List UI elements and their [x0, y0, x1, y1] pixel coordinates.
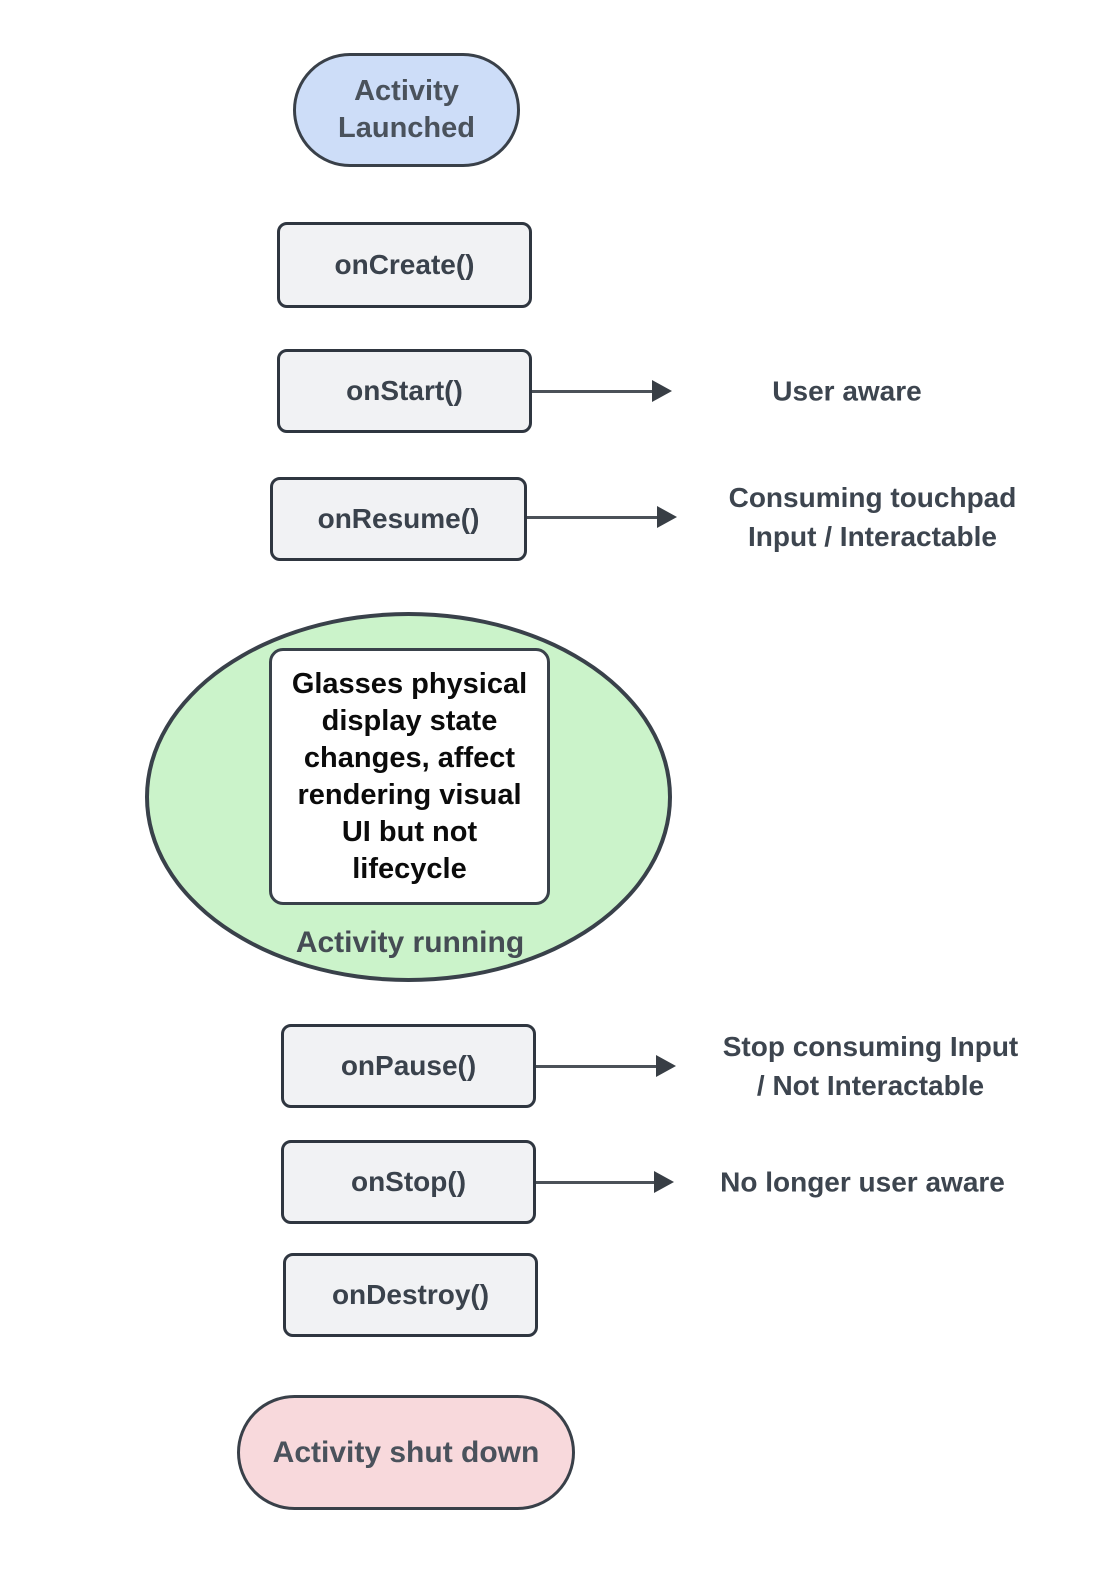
arrow-right-icon	[654, 1171, 674, 1193]
end-node-activity-shut-down: Activity shut down	[237, 1395, 575, 1510]
arrow-line	[536, 1180, 656, 1184]
annotation-consuming-input: Consuming touchpad Input / Interactable	[728, 482, 1017, 552]
lifecycle-box-oncreate: onCreate()	[277, 222, 532, 308]
arrow-connector-onstart	[532, 380, 672, 402]
lifecycle-box-onstart: onStart()	[277, 349, 532, 433]
arrow-line	[532, 389, 654, 393]
arrow-connector-onresume	[527, 506, 677, 528]
annotation-user-aware: User aware	[772, 375, 922, 407]
lifecycle-box-ondestroy: onDestroy()	[283, 1253, 538, 1337]
arrow-connector-onstop	[536, 1171, 674, 1193]
lifecycle-box-onpause: onPause()	[281, 1024, 536, 1108]
arrow-right-icon	[652, 380, 672, 402]
arrow-connector-onpause	[536, 1055, 676, 1077]
arrow-line	[536, 1064, 658, 1068]
lifecycle-box-onresume: onResume()	[270, 477, 527, 561]
annotation-stop-consuming-input: Stop consuming Input / Not Interactable	[722, 1031, 1019, 1101]
activity-running-label: Activity running	[295, 926, 525, 959]
start-node-activity-launched: Activity Launched	[293, 53, 520, 167]
arrow-line	[527, 515, 659, 519]
arrow-right-icon	[656, 1055, 676, 1077]
lifecycle-box-onstop: onStop()	[281, 1140, 536, 1224]
annotation-no-longer-user-aware: No longer user aware	[720, 1166, 1005, 1198]
running-note-box: Glasses physical display state changes, …	[269, 648, 550, 905]
arrow-right-icon	[657, 506, 677, 528]
